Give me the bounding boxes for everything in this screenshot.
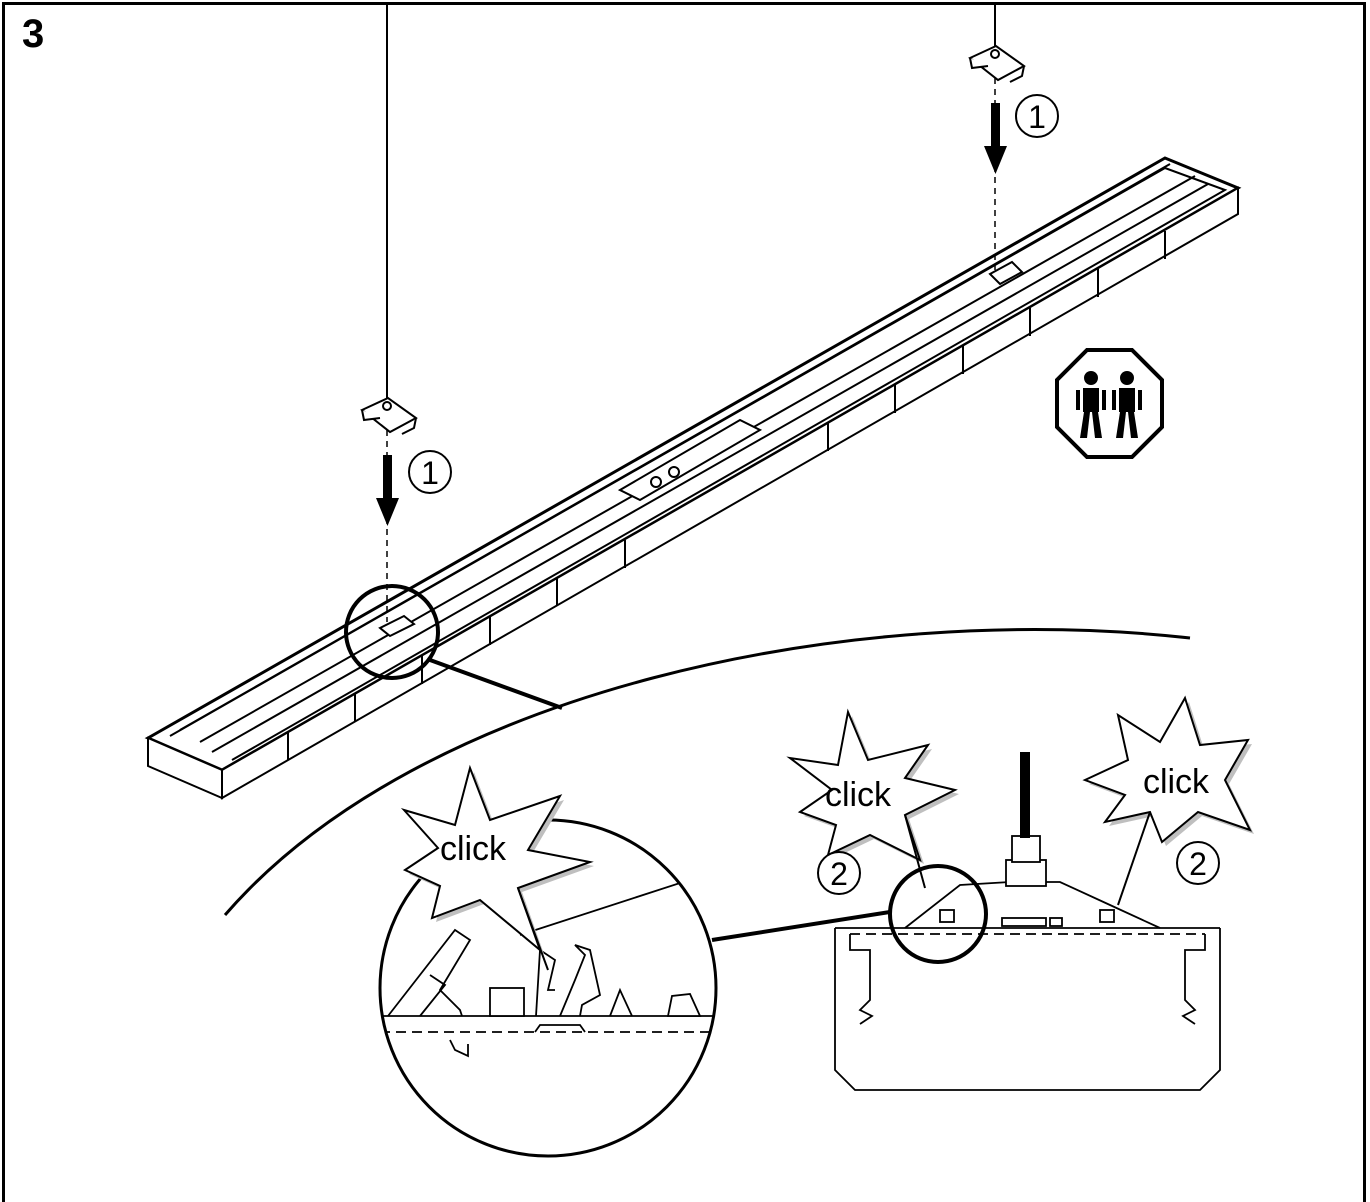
click-label-right: click (1143, 763, 1210, 801)
step-two-markers: 2 2 (817, 841, 1220, 895)
luminaire-body (144, 156, 1242, 800)
down-arrow-icon (376, 103, 1007, 526)
step-number: 3 (22, 12, 45, 56)
left-clip (360, 396, 418, 435)
step-one-markers: 1 1 (408, 94, 1059, 494)
step-two-label-left: 2 (830, 856, 848, 892)
cross-section-callout (888, 864, 988, 964)
profile-cross-section (834, 835, 1221, 1091)
detail-connector (711, 910, 891, 942)
suspension-wires (386, 4, 996, 400)
right-clip (968, 44, 1026, 83)
hanging-clips (360, 44, 1026, 435)
detail-arc (223, 628, 1191, 916)
detail-callout (344, 584, 563, 710)
step-two-label-right: 2 (1189, 846, 1207, 882)
step-one-label-right: 1 (1028, 99, 1046, 135)
click-label-middle: click (825, 776, 892, 814)
click-burst-icon (400, 695, 1254, 971)
two-person-lift-icon (1055, 348, 1164, 459)
click-label-left: click (440, 830, 507, 868)
pendant-cable (1020, 752, 1030, 838)
step-one-label-left: 1 (421, 455, 439, 491)
guide-lines (386, 78, 996, 622)
